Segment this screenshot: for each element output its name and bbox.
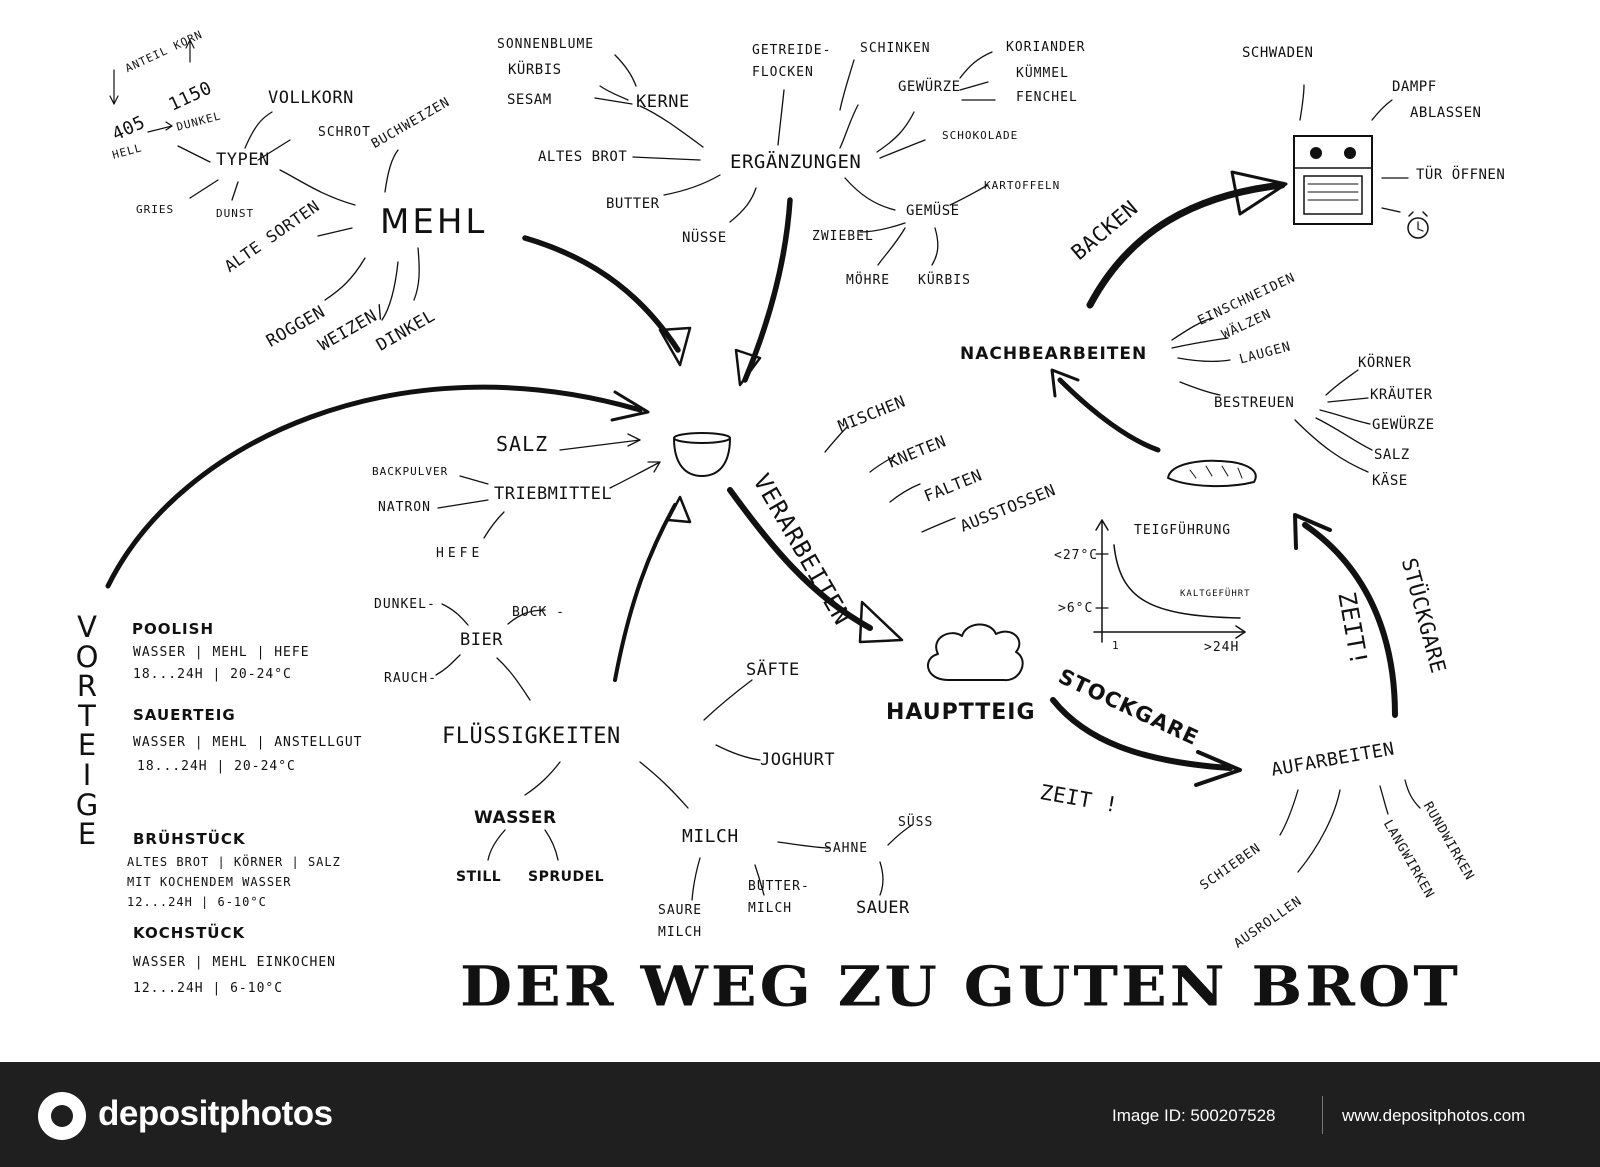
kuerbis-kerne-label: KÜRBIS: [508, 62, 562, 78]
buttermilch-label-2: MILCH: [748, 901, 793, 916]
poolish-ingredients: WASSER | MEHL | HEFE: [133, 645, 310, 660]
salz2-label: SALZ: [1374, 447, 1410, 463]
flocken-label: FLOCKEN: [752, 65, 814, 80]
natron-label: NATRON: [378, 500, 431, 515]
tuer-oeffnen-label: TÜR ÖFFNEN: [1416, 167, 1506, 183]
camera-logo-icon: [38, 1092, 86, 1140]
bier-label: BIER: [460, 630, 503, 650]
kuerbis-label: KÜRBIS: [918, 273, 971, 288]
hefe-label: HEFE: [436, 546, 484, 561]
brand-logo-text: depositphotos: [98, 1094, 333, 1133]
schrot-label: SCHROT: [318, 125, 371, 140]
altes-brot-label: ALTES BROT: [538, 149, 628, 165]
kochstueck-heading: KOCHSTÜCK: [133, 924, 246, 942]
fenchel-label: FENCHEL: [1016, 90, 1078, 105]
sauerteig-conditions: 18...24h | 20-24°C: [137, 759, 296, 774]
moehre-label: MÖHRE: [846, 273, 891, 288]
triebmittel-label: TRIEBMITTEL: [494, 484, 613, 504]
vollkorn-label: VOLLKORN: [268, 88, 354, 108]
salz-label: SALZ: [496, 432, 549, 456]
poolish-conditions: 18...24h | 20-24°C: [133, 667, 292, 682]
teigfuehrung-title: TEIGFÜHRUNG: [1134, 523, 1232, 538]
kaese-label: KÄSE: [1372, 473, 1408, 489]
nuesse-label: NÜSSE: [682, 230, 727, 246]
schwaden-label: SCHWADEN: [1242, 45, 1314, 61]
sesam-label: SESAM: [507, 92, 552, 108]
poolish-heading: POOLISH: [132, 620, 214, 638]
teigfuehrung-y-high: <27°C: [1054, 548, 1099, 563]
teigfuehrung-x-low: 1: [1112, 639, 1120, 652]
fluessigkeiten-node: FLÜSSIGKEITEN: [442, 724, 621, 749]
kartoffeln-label: KARTOFFELN: [984, 179, 1061, 192]
footer-divider: [1322, 1096, 1323, 1134]
schinken-label: SCHINKEN: [860, 41, 931, 56]
bruehstueck-conditions: 12...24h | 6-10°C: [127, 895, 267, 909]
kochstueck-conditions: 12...24h | 6-10°C: [133, 981, 284, 996]
saure-milch-label-2: MILCH: [658, 925, 703, 940]
koriander-label: KORIANDER: [1006, 40, 1086, 55]
getreide-label: GETREIDE-: [752, 43, 832, 58]
schokolade-label: SCHOKOLADE: [942, 129, 1019, 142]
page-title: DER WEG ZU GUTEN BROT: [460, 955, 1461, 1020]
typen-label: TYPEN: [216, 150, 270, 170]
suess-label: SÜSS: [898, 815, 934, 830]
still-label: STILL: [456, 869, 502, 885]
dunkel-bier-label: DUNKEL-: [374, 597, 436, 612]
kochstueck-ingredients: WASSER | MEHL EINKOCHEN: [133, 955, 337, 970]
backpulver-label: BACKPULVER: [372, 465, 449, 478]
bruehstueck-ingredients: ALTES BROT | KÖRNER | SALZ: [127, 855, 341, 869]
kuemmel-label: KÜMMEL: [1016, 66, 1069, 81]
butter-label: BUTTER: [606, 196, 660, 212]
bruehstueck-heading: BRÜHSTÜCK: [133, 830, 246, 848]
gewuerze-label: GEWÜRZE: [898, 79, 961, 95]
gewuerze2-label: GEWÜRZE: [1372, 417, 1435, 433]
gries-label: GRIES: [136, 203, 175, 216]
sonnenblume-label: SONNENBLUME: [497, 37, 595, 52]
footer-bar: depositphotos Image ID: 500207528 www.de…: [0, 1062, 1600, 1167]
sauerteig-heading: SAUERTEIG: [133, 706, 236, 724]
dunst-label: DUNST: [216, 207, 255, 220]
saefte-label: SÄFTE: [746, 660, 800, 680]
bruehstueck-method: MIT KOCHENDEM WASSER: [127, 875, 292, 889]
mind-map-canvas: ANTEIL KORN 405 1150 HELL DUNKEL VOLLKOR…: [75, 27, 1506, 1020]
vorteige-label: VORTEIGE: [75, 610, 99, 852]
gemuese-label: GEMÜSE: [906, 203, 960, 219]
milch-label: MILCH: [682, 826, 739, 847]
sahne-label: SAHNE: [824, 841, 869, 856]
kerne-label: KERNE: [636, 92, 690, 112]
teigfuehrung-curve-label: KALTGEFÜHRT: [1180, 589, 1251, 599]
saure-milch-label-1: SAURE: [658, 903, 703, 918]
site-url-text: www.depositphotos.com: [1342, 1106, 1526, 1125]
koerner-label: KÖRNER: [1358, 355, 1412, 371]
zwiebel-label: ZWIEBEL: [812, 229, 874, 244]
bestreuen-label: BESTREUEN: [1214, 395, 1295, 411]
joghurt-label: JOGHURT: [760, 750, 836, 770]
sauerteig-ingredients: WASSER | MEHL | ANSTELLGUT: [133, 735, 363, 750]
ablassen-label: ABLASSEN: [1410, 105, 1482, 121]
mehl-node: MEHL: [380, 202, 488, 242]
sprudel-label: SPRUDEL: [528, 869, 605, 885]
buttermilch-label-1: BUTTER-: [748, 879, 810, 894]
ergaenzungen-node: ERGÄNZUNGEN: [730, 151, 862, 173]
wasser-label: WASSER: [474, 808, 557, 828]
connector-lines: [105, 39, 1429, 901]
teigfuehrung-y-low: >6°C: [1058, 601, 1094, 616]
rauch-label: RAUCH-: [384, 671, 437, 686]
kraeuter-label: KRÄUTER: [1370, 387, 1433, 403]
image-id-text: Image ID: 500207528: [1112, 1106, 1276, 1125]
sauer-label: SAUER: [856, 898, 910, 918]
nachbearbeiten-node: NACHBEARBEITEN: [960, 344, 1148, 364]
bock-label: BOCK -: [512, 605, 565, 620]
hauptteig-node: HAUPTTEIG: [886, 700, 1036, 725]
dampf-label: DAMPF: [1392, 79, 1437, 95]
teigfuehrung-x-high: >24h: [1204, 640, 1240, 655]
